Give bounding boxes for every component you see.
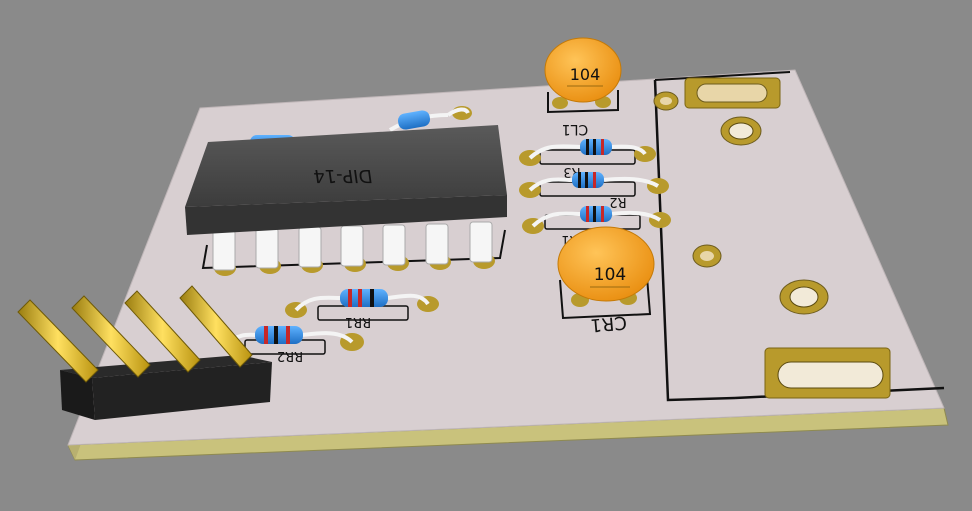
- header-housing-top: [60, 355, 272, 378]
- capacitor-cr1: 104 CR1: [557, 226, 655, 336]
- resistor-body: [340, 289, 388, 307]
- resistor-body: [255, 326, 303, 344]
- cap-ref-label: CL1: [562, 121, 588, 137]
- resistor-r3: R3: [519, 139, 656, 179]
- capacitor-body: [557, 226, 655, 302]
- capacitor-cl1: 104 CL1: [544, 37, 622, 137]
- header-housing-front: [60, 370, 95, 420]
- resistor-body: [397, 110, 431, 130]
- header-pins: [17, 285, 253, 383]
- pin-header: [17, 285, 272, 420]
- resistor-rr1: RR1: [285, 289, 439, 329]
- cap-ref-label: CR1: [589, 311, 627, 335]
- cap-value-label: 104: [570, 65, 601, 84]
- connector-pads: [653, 77, 891, 399]
- ic-body-top: [185, 125, 507, 207]
- ic-dip14: DIP-14: [185, 125, 507, 276]
- ic-pins: [212, 221, 493, 271]
- ic-label: DIP-14: [312, 165, 374, 186]
- cap-value-label: 104: [594, 265, 626, 285]
- ic-body-side: [185, 195, 507, 235]
- resistor-rr2: RR2: [223, 326, 364, 363]
- resistor-ref-label: RR1: [345, 314, 371, 329]
- resistor-ref-label: R2: [609, 194, 626, 209]
- resistor-r2: R2: [519, 172, 669, 209]
- resistor-ref-label: RR2: [277, 348, 303, 363]
